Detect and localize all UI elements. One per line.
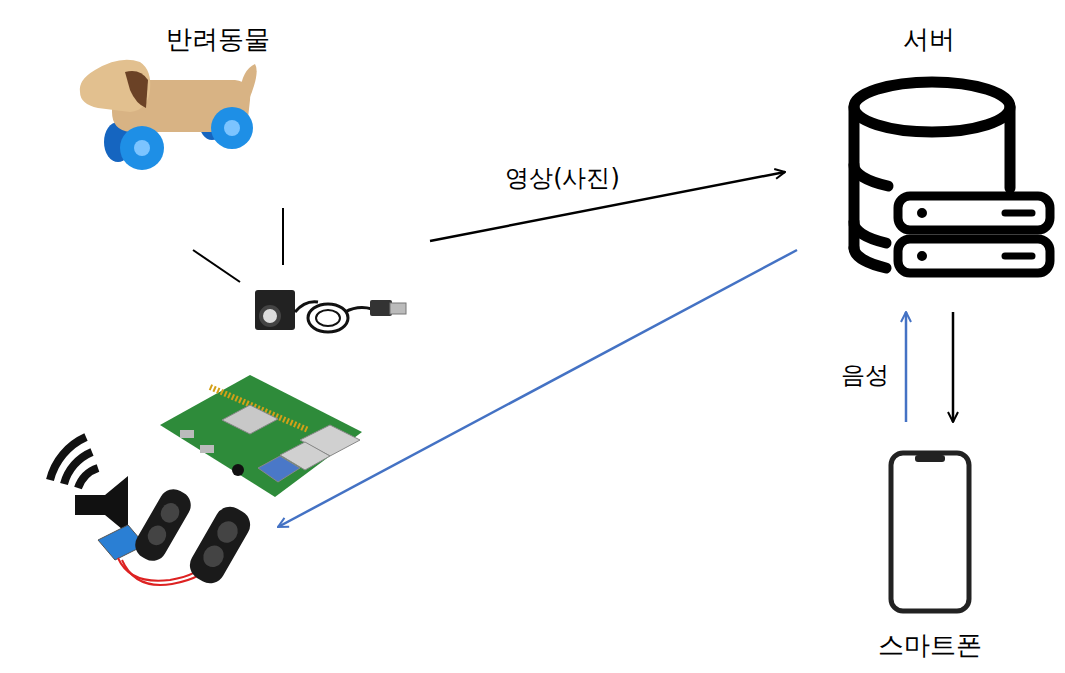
smartphone-node: 스마트폰 — [860, 425, 1000, 667]
smartphone-icon — [891, 453, 969, 611]
pet-device-group: 반려동물 — [20, 18, 415, 608]
node-label: 스마트폰 — [878, 630, 982, 661]
edge-label: 음성 — [838, 361, 892, 390]
server-node: 서버 — [797, 18, 1060, 305]
server-icon — [854, 82, 1050, 273]
node-label: 반려동물 — [166, 24, 270, 55]
leader-line — [282, 208, 284, 265]
usb-camera — [255, 290, 406, 332]
raspberry-pi — [160, 375, 362, 497]
speaker — [50, 437, 256, 589]
leader-line — [193, 250, 240, 282]
arrow-connector — [278, 250, 797, 527]
arrow-connector — [952, 312, 955, 422]
arrow-connector — [905, 312, 908, 422]
dog-toy — [80, 60, 257, 170]
node-label: 서버 — [903, 24, 955, 55]
edge-label: 영상(사진) — [502, 164, 623, 193]
